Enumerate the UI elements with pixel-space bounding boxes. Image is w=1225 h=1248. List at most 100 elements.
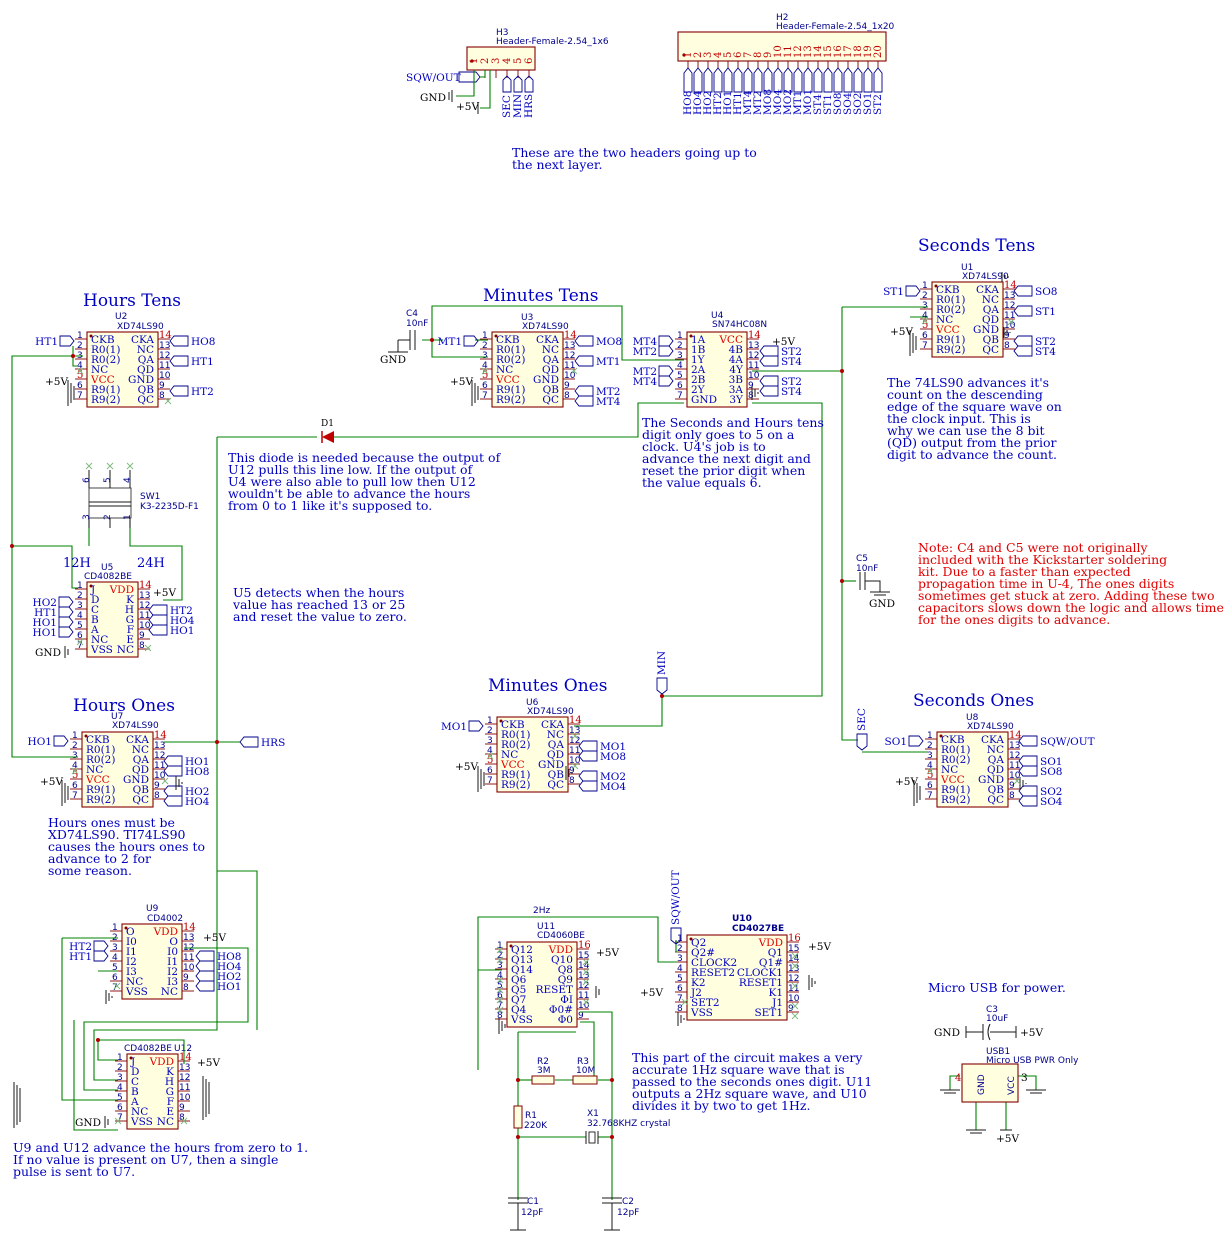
h3-net-hrs: HRS <box>523 94 535 118</box>
u2-pinnum-9: 9 <box>159 381 165 391</box>
u6-pin-9: QB <box>548 769 565 781</box>
u11-pinnum-13: 13 <box>578 971 589 981</box>
u4-pinnum-10: 10 <box>748 371 760 381</box>
u5-note-line-2: value has reached 13 or 25 <box>232 597 405 612</box>
h2-ref: H2 <box>776 13 789 23</box>
vcc-label: +5V <box>197 1057 220 1069</box>
u2-pin-9: QB <box>138 384 155 396</box>
u6-pinnum-14: 14 <box>569 715 582 726</box>
u3-pinnum-2: 2 <box>482 341 488 351</box>
u7-pin-3: R0(2) <box>86 754 115 766</box>
u6-pin-14: CKA <box>541 719 564 731</box>
u2-pin-6: R9(1) <box>91 384 120 396</box>
h2-pin-2: 2 <box>693 52 704 58</box>
u5-pinnum-3: 3 <box>77 601 83 611</box>
usb-5v: +5V <box>996 1133 1019 1145</box>
osc-note-line-4: outputs a 2Hz square wave, and U10 <box>632 1086 867 1101</box>
caps-note-line-7: for the ones digits to advance. <box>918 612 1110 627</box>
u7-pinnum-8: 8 <box>154 791 160 801</box>
flag-ht1: HT1 <box>69 951 92 963</box>
u12-pin-5: A <box>130 1096 139 1108</box>
u4-pinnum-5: 5 <box>677 371 683 381</box>
h3-pin-5: 5 <box>513 58 524 64</box>
flag-st4: ST4 <box>781 386 802 398</box>
u10-pin-2: Q2# <box>691 947 715 959</box>
u1-pin-14: CKA <box>976 284 999 296</box>
u5-value: CD4082BE <box>84 572 132 582</box>
h2-pin-5: 5 <box>723 52 734 58</box>
vcc-label: +5V <box>455 761 478 773</box>
u9-ref: U9 <box>146 904 159 914</box>
ls90-note-line-3: edge of the square wave on <box>887 399 1062 414</box>
u9-pinnum-14: 14 <box>183 922 196 933</box>
u1-pinnum-3: 3 <box>922 301 928 311</box>
u6-pin-13: NC <box>547 729 564 741</box>
u5-pin-6: NC <box>91 634 108 646</box>
h3-pin-2: 2 <box>480 58 491 64</box>
u10-pin-4: RESET2 <box>691 967 735 979</box>
u11-pin-7: Q4 <box>511 1004 527 1016</box>
u11-pin-11: ΦI <box>560 994 573 1006</box>
u1-pin-2: R0(1) <box>936 294 965 306</box>
u4-pinnum-13: 13 <box>748 341 759 351</box>
sw-pin-5: 5 <box>103 477 113 483</box>
u6-pin-6: R9(1) <box>501 769 530 781</box>
u10-pinnum-5: 5 <box>677 974 683 984</box>
flag-ht1: HT1 <box>191 356 214 368</box>
flag-ho1: HO1 <box>217 981 241 993</box>
label-2hz: 2Hz <box>533 906 550 916</box>
hours-ones-note-line-1: Hours ones must be <box>48 815 175 830</box>
u5-pinnum-2: 2 <box>77 591 83 601</box>
flag-ht1: HT1 <box>34 607 57 619</box>
flag-mt1: MT1 <box>438 336 462 348</box>
sw1-value: K3-2235D-F1 <box>140 502 199 512</box>
u10-pinnum-13: 13 <box>788 964 799 974</box>
u12-ref: U12 <box>174 1044 192 1054</box>
nor-gate-u9: O1I02I13I24I35NC6VSS7VDD14O13I012I111I21… <box>110 922 196 1000</box>
x1-value: 32.768KHZ crystal <box>587 1119 670 1129</box>
u3-pin-11: QD <box>542 364 559 376</box>
flag-so1: SO1 <box>885 736 907 748</box>
flag-hrs: HRS <box>261 737 285 749</box>
h2-net-mt1: MT1 <box>792 91 804 115</box>
u9-pinnum-13: 13 <box>183 933 194 943</box>
u6-pin-12: QA <box>548 739 565 751</box>
usb-pin-4: 4 <box>955 1073 961 1084</box>
u12-pinnum-7: 7 <box>117 1113 123 1123</box>
u2-pinnum-5: 5 <box>77 370 83 381</box>
flag-mt4: MT4 <box>633 376 658 388</box>
u12-pin-12: H <box>165 1076 174 1088</box>
u11-pin-2: Q13 <box>511 954 533 966</box>
capacitor-c5: C5 10nF GND <box>856 554 895 610</box>
u10-pinnum-1: 1 <box>677 934 683 944</box>
vcc-label: +5V <box>890 326 913 338</box>
u12-pin-8: NC <box>157 1116 174 1128</box>
u7-pinnum-3: 3 <box>72 751 78 761</box>
u10-pinnum-6: 6 <box>677 984 683 994</box>
u5-pin-5: A <box>90 624 99 636</box>
h2-pin-20: 20 <box>873 45 884 58</box>
switch-sw1: SW1 K3-2235D-F1 6 5 4 1 2 3 <box>82 462 199 528</box>
u2-pin-1: CKB <box>91 334 115 346</box>
flag-st2: ST2 <box>781 346 802 358</box>
u10-pinnum-15: 15 <box>788 944 799 954</box>
h2-pin-6: 6 <box>733 52 744 58</box>
label-24h: 24H <box>137 556 165 571</box>
u1-pinnum-6: 6 <box>922 331 928 341</box>
u4-note-line-5: reset the prior digit when <box>642 463 805 478</box>
r1-ref: R1 <box>525 1111 537 1121</box>
h3-pin-3: 3 <box>491 58 502 64</box>
u8-pin-5: VCC <box>940 774 965 786</box>
u8-pinnum-2: 2 <box>927 741 933 751</box>
u2-pinnum-8: 8 <box>159 391 165 401</box>
u12-pinnum-13: 13 <box>179 1063 190 1073</box>
diode-note-line-2: U12 pulls this line low. If the output o… <box>228 462 474 477</box>
u8-pin-3: R0(2) <box>941 754 970 766</box>
flag-ho4: HO4 <box>217 961 242 973</box>
u4-pin-4: 2A <box>691 364 706 376</box>
u4-pinnum-3: 3 <box>677 351 683 361</box>
c4-value: 10nF <box>406 319 428 329</box>
hours-ones-note-line-3: causes the hours ones to <box>48 839 205 854</box>
u6-pin-11: QD <box>547 749 564 761</box>
